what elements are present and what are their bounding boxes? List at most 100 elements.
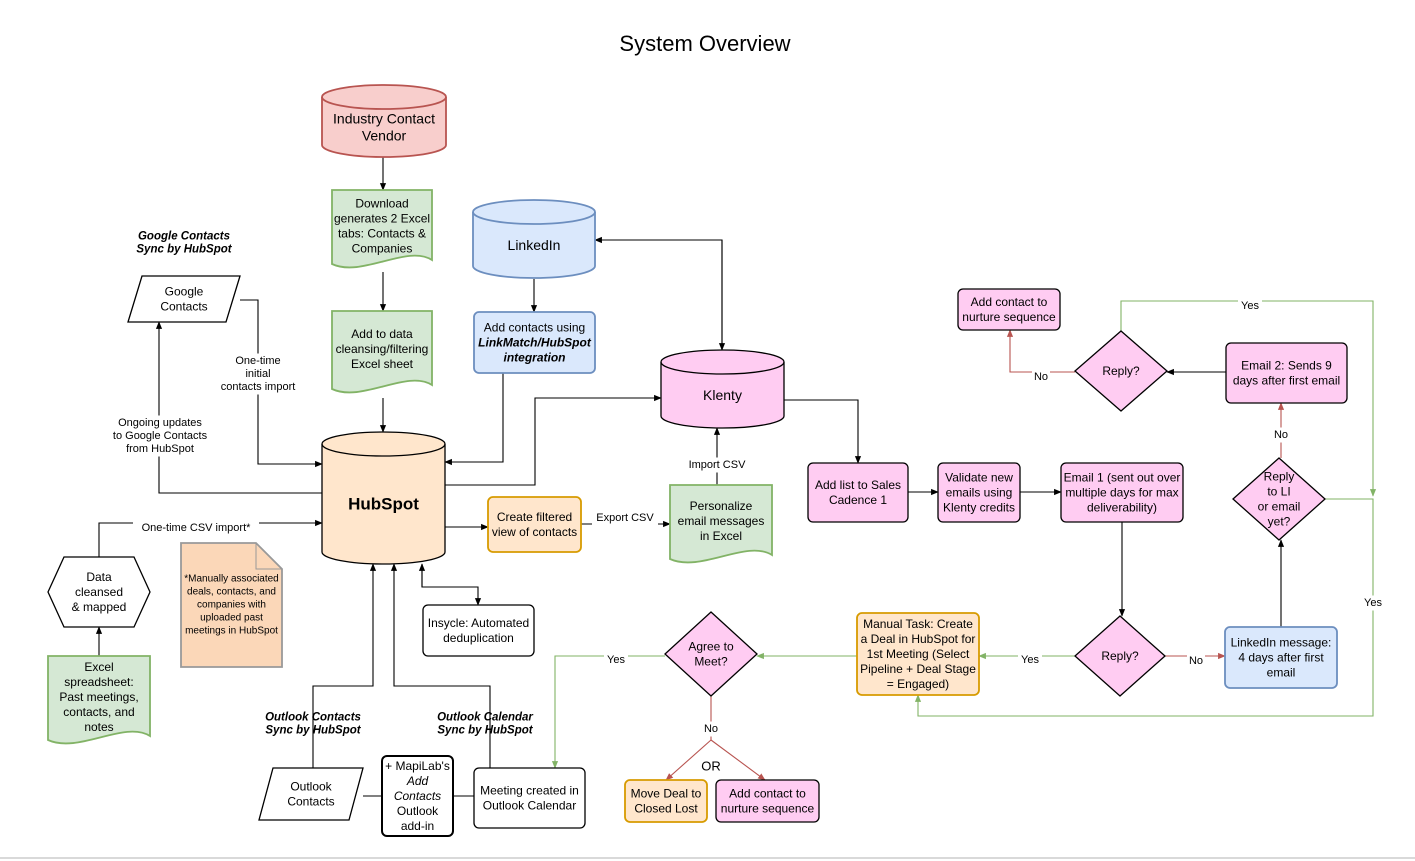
reply-top-node: Reply? <box>1074 330 1168 412</box>
linkedin-message-text-line: LinkedIn message: <box>1231 636 1332 650</box>
mapilab-text-line: Contacts <box>394 789 441 803</box>
personalize-text-line: email messages <box>678 514 765 528</box>
yes-agree-label-bg <box>604 652 628 668</box>
edge-klenty-linkedin <box>594 236 723 350</box>
nurture-bottom-text-line: nurture sequence <box>721 802 815 816</box>
agree-text-line: Meet? <box>694 655 728 669</box>
edge-agree-yes-meeting <box>551 655 665 769</box>
add-cleansing-text-line: Excel sheet <box>351 357 414 371</box>
one-time-initial-label: One-time <box>235 355 280 367</box>
manual-task-text-line: = Engaged) <box>887 677 949 691</box>
or-label: OR <box>701 759 721 774</box>
add-list-text-line: Cadence 1 <box>829 493 887 507</box>
linkmatch-text-line: integration <box>504 351 566 365</box>
data-cleansed-shape <box>47 556 151 628</box>
one-time-initial-label: contacts import <box>221 381 296 393</box>
add-cleansing-shape <box>331 310 433 394</box>
nurture-top-text-line: Add contact to <box>971 295 1048 309</box>
yes-bottom-label-bg <box>1018 652 1042 668</box>
yes-bottom-label: Yes <box>1021 654 1039 666</box>
edge-outlook-calendar-hubspot <box>390 563 491 768</box>
add-list-shape <box>807 462 909 523</box>
reply-li-text-line: to LI <box>1267 485 1290 499</box>
ongoing-updates-label: from HubSpot <box>126 443 194 455</box>
linkmatch-text-line: LinkMatch/HubSpot <box>478 336 592 350</box>
export-csv-label-bg <box>592 510 658 526</box>
yes-top-label: Yes <box>1241 300 1259 312</box>
manual-task-text-line: a Deal in HubSpot for <box>861 632 976 646</box>
personalize-text-line: Personalize <box>690 499 753 513</box>
one-time-csv-label-bg <box>133 520 259 536</box>
mapilab-shape <box>381 755 454 837</box>
manual-note-text-line: companies with <box>197 600 266 611</box>
manual-task-text-line: 1st Meeting (Select <box>867 647 970 661</box>
validate-text-line: emails using <box>946 486 1013 500</box>
edge-agree-nurture <box>710 739 766 781</box>
edge-klenty-add-list <box>784 399 862 464</box>
vendor-text-line: Industry Contact <box>333 111 435 127</box>
reply-li-shape <box>1232 457 1326 541</box>
no-top-label-bg <box>1032 369 1050 385</box>
download-text-line: Download <box>355 197 408 211</box>
nurture-top-shape <box>957 288 1061 331</box>
mapilab-text-line: Outlook <box>397 804 439 818</box>
linkmatch-text-line: Add contacts using <box>484 321 585 335</box>
email1-text-line: multiple days for max <box>1065 486 1178 500</box>
data-cleansed-text-line: & mapped <box>72 600 127 614</box>
personalize-text-line: in Excel <box>700 529 742 543</box>
outlook-calendar-sync-label: Sync by HubSpot <box>437 725 533 737</box>
download-shape <box>331 189 433 269</box>
ongoing-updates-label: to Google Contacts <box>113 430 208 442</box>
add-list-text-line: Add list to Sales <box>815 478 901 492</box>
reply-bottom-shape <box>1074 615 1166 697</box>
create-filtered-text-line: Create filtered <box>497 510 572 524</box>
klenty-shape <box>660 349 785 429</box>
page-title: System Overview <box>619 31 791 56</box>
hubspot-cylinder-rim <box>321 443 446 457</box>
edge-reply-li-yes-manual-task <box>914 498 1374 717</box>
mapilab-text-line: Add <box>406 774 429 788</box>
no-li-label: No <box>1274 429 1288 441</box>
email1-text-line: Email 1 (sent out over <box>1064 471 1181 485</box>
manual-note-text-line: uploaded past <box>200 613 263 624</box>
reply-li-text-line: yet? <box>1268 515 1291 529</box>
download-text-line: tabs: Contacts & <box>338 227 426 241</box>
no-top-label: No <box>1034 371 1048 383</box>
ongoing-updates-label: Ongoing updates <box>118 417 202 429</box>
data-cleansed-text-line: Data <box>86 570 112 584</box>
excel-spreadsheet-text-line: contacts, and <box>63 705 134 719</box>
google-contacts-text-line: Contacts <box>160 300 207 314</box>
hubspot-node: HubSpot <box>321 431 446 565</box>
no-agree-label-bg <box>702 721 720 737</box>
excel-spreadsheet-shape <box>47 655 151 745</box>
google-sync-label: Google Contacts <box>138 231 230 243</box>
closed-lost-text-line: Closed Lost <box>634 802 698 816</box>
edge-hubspot-google <box>155 321 322 494</box>
add-cleansing-text-line: cleansing/filtering <box>336 342 429 356</box>
linkmatch-node: Add contacts usingLinkMatch/HubSpotinteg… <box>473 311 596 374</box>
add-cleansing-text-line: Add to data <box>351 327 413 341</box>
linkmatch-shape <box>473 311 596 374</box>
google-sync-label: Sync by HubSpot <box>136 244 232 256</box>
excel-spreadsheet-text-line: Excel <box>84 660 113 674</box>
export-csv-label: Export CSV <box>596 512 654 524</box>
ongoing-updates-label-bg <box>103 415 217 457</box>
agree-text-line: Agree to <box>688 640 734 654</box>
insycle-text-line: Insycle: Automated <box>428 616 529 630</box>
